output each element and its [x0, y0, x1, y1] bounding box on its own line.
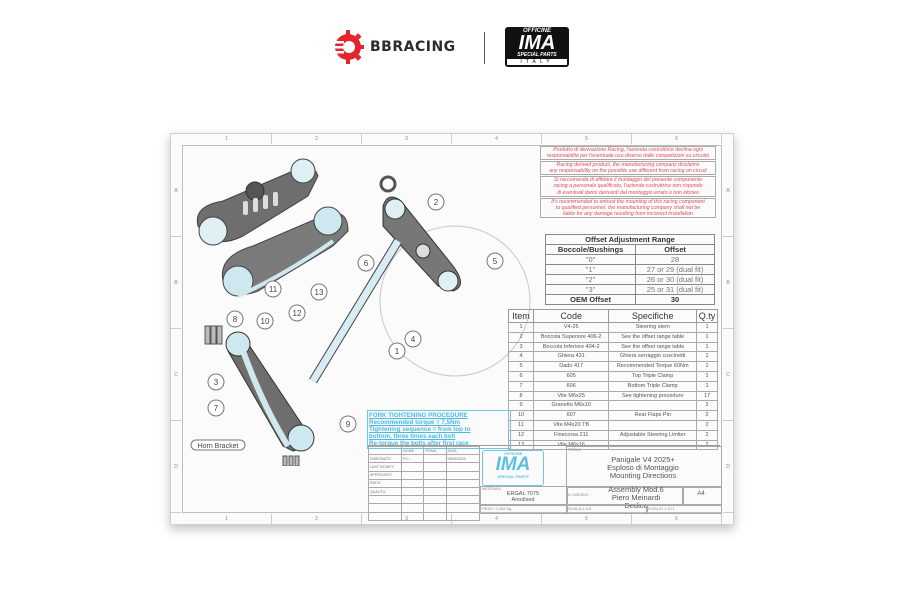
bbracing-wordmark: BBRACING [370, 39, 456, 55]
disclaimer-notice: Prodotto di derivazione Racing, l'aziend… [540, 146, 716, 219]
fork-tightening-procedure: FORK TIGHTENING PROCEDURE Recommended to… [367, 410, 511, 449]
bottom-triple-clamp-upper-left [221, 206, 349, 298]
svg-text:7: 7 [214, 404, 219, 413]
top-triple-clamp-center [382, 196, 461, 292]
horn-bracket-label: Horn Bracket [190, 439, 246, 451]
callout-11: 11 [264, 280, 282, 298]
callout-9: 9 [339, 415, 357, 433]
callout-4: 4 [404, 330, 422, 348]
offset-row: "3"25 or 31 (dual fit) [544, 284, 715, 295]
svg-text:11: 11 [269, 285, 278, 294]
svg-text:3: 3 [214, 378, 219, 387]
steering-stem [309, 175, 402, 384]
svg-text:4: 4 [411, 335, 416, 344]
scale-value: SCALA:1:3.5 [568, 506, 592, 511]
ima-logo: OFFICINE IMA SPECIAL PARTS ITALY [505, 27, 569, 67]
logo-header: BBRACING OFFICINE IMA SPECIAL PARTS ITAL… [0, 0, 900, 80]
drawing-number: Assembly Mod.6 Piero Meinardi Dedica [608, 485, 664, 510]
offset-row: "0"28 [544, 254, 715, 265]
drawing-number-cell [566, 486, 684, 506]
callout-8: 8 [226, 310, 244, 328]
callout-13: 13 [310, 283, 328, 301]
offset-row: "1"27 or 29 (dual fit) [544, 264, 715, 275]
callout-5: 5 [486, 252, 504, 270]
weight-value: PESO: 2,532 Kg [482, 506, 512, 511]
svg-text:10: 10 [261, 317, 270, 326]
svg-text:6: 6 [364, 259, 369, 268]
callout-3: 3 [207, 373, 225, 391]
svg-text:8: 8 [233, 315, 238, 324]
svg-text:1: 1 [395, 347, 400, 356]
material-cell [480, 486, 568, 506]
svg-text:13: 13 [315, 288, 324, 297]
svg-text:2: 2 [434, 198, 439, 207]
sheet-number: FOGLIO 1 DI 1 [648, 506, 675, 511]
offset-row: "2"26 or 30 (dual fit) [544, 274, 715, 285]
callout-1: 1 [388, 342, 406, 360]
gear-icon [330, 30, 364, 64]
ima-title-logo: OFFICINE IMA SPECIAL PARTS [482, 450, 544, 486]
title-cell [566, 446, 722, 488]
bbracing-logo: BBRACING [330, 30, 470, 64]
callout-6: 6 [357, 254, 375, 272]
bottom-triple-clamp-lower-left [204, 325, 315, 466]
svg-text:Horn Bracket: Horn Bracket [198, 443, 239, 450]
exploded-assembly-illustration: 1 2 3 4 5 6 7 8 9 10 11 12 13 Horn Brack… [190, 158, 531, 466]
material-value: ERGAL 7075 Anodised [506, 491, 540, 503]
svg-text:5: 5 [493, 257, 498, 266]
callout-2: 2 [427, 193, 445, 211]
callout-12: 12 [288, 304, 306, 322]
callout-7: 7 [207, 399, 225, 417]
callout-10: 10 [256, 312, 274, 330]
top-triple-clamp-upper-left [196, 158, 319, 246]
svg-text:12: 12 [293, 309, 302, 318]
logo-divider [484, 32, 485, 64]
svg-text:9: 9 [346, 420, 351, 429]
offset-adjustment-table: Offset Adjustment Range Boccole/Bushings… [544, 234, 715, 305]
sheet-format: A4 [697, 491, 705, 497]
drawing-title: Panigale V4 2025+ Esploso di Montaggio M… [607, 455, 679, 480]
